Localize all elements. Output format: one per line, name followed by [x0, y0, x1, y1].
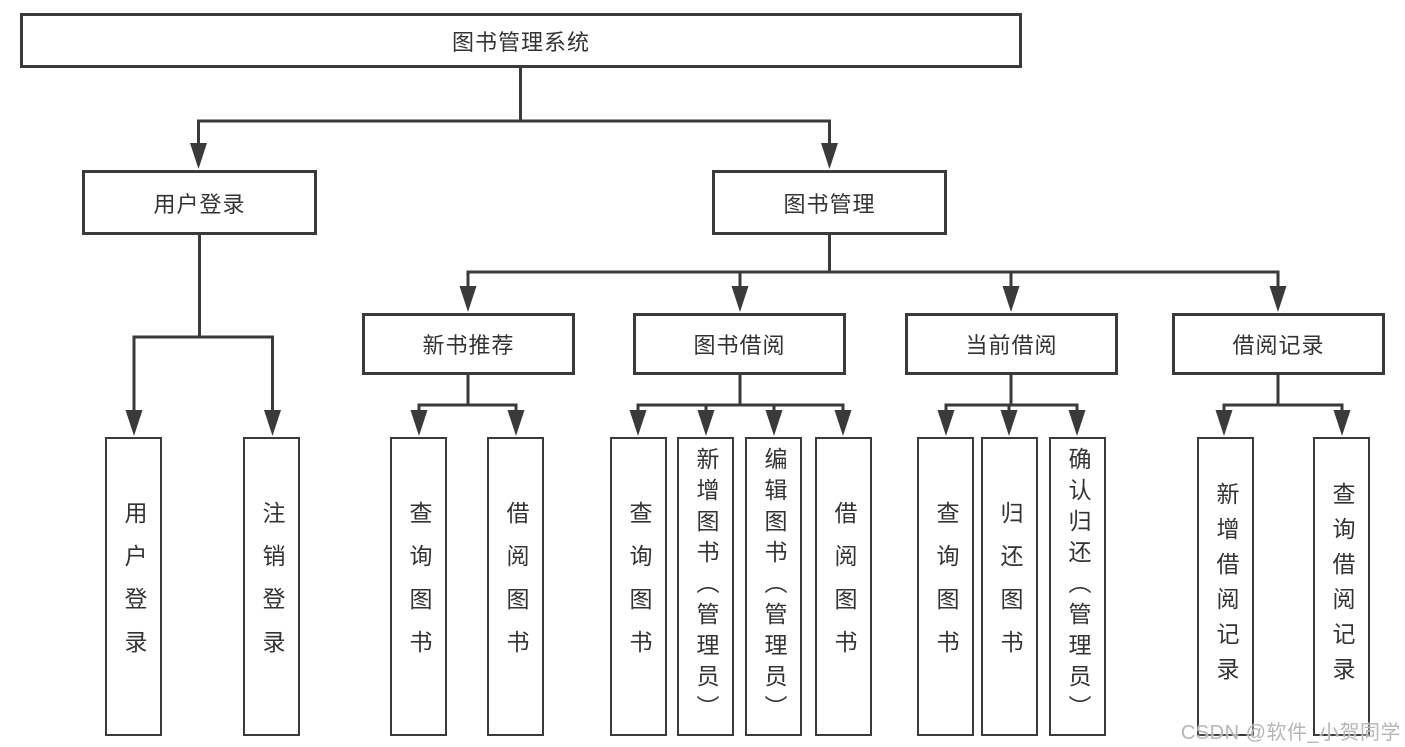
node-current-borrowing-label: 当前借阅 — [965, 333, 1058, 358]
leaf-user-login: 用户登录 — [105, 437, 162, 736]
leaf-borrowing-add-books-admin: 新增图书（管理员） — [677, 437, 734, 736]
node-borrowing-records-label: 借阅记录 — [1232, 333, 1325, 358]
node-new-book-recommend: 新书推荐 — [362, 313, 575, 375]
leaf-records-query-record: 查询借阅记录 — [1313, 437, 1370, 736]
node-current-borrowing: 当前借阅 — [905, 313, 1118, 375]
leaf-borrowing-edit-books-admin: 编辑图书（管理员） — [745, 437, 802, 736]
leaf-borrowing-query-books: 查询图书 — [610, 437, 667, 736]
node-library-system: 图书管理系统 — [20, 13, 1022, 68]
node-borrowing-records: 借阅记录 — [1172, 313, 1385, 375]
node-book-management: 图书管理 — [712, 170, 947, 235]
node-book-management-label: 图书管理 — [783, 191, 876, 217]
node-user-login-label: 用户登录 — [153, 191, 246, 217]
node-new-book-recommend-label: 新书推荐 — [422, 333, 515, 358]
node-book-borrowing: 图书借阅 — [633, 313, 846, 375]
csdn-watermark: CSDN @软件_小贺同学 — [1180, 722, 1401, 744]
node-user-login: 用户登录 — [82, 170, 317, 235]
leaf-recommend-query-books: 查询图书 — [390, 437, 447, 736]
leaf-current-return-books: 归还图书 — [981, 437, 1038, 736]
leaf-logout-login: 注销登录 — [243, 437, 300, 736]
leaf-current-confirm-return-admin: 确认归还（管理员） — [1049, 437, 1106, 736]
arrowheads — [125, 143, 1351, 436]
leaf-borrowing-borrow-books: 借阅图书 — [815, 437, 872, 736]
node-book-borrowing-label: 图书借阅 — [693, 333, 786, 358]
node-library-system-label: 图书管理系统 — [451, 29, 590, 55]
leaf-records-add-record: 新增借阅记录 — [1197, 437, 1254, 736]
leaf-current-query-books: 查询图书 — [917, 437, 974, 736]
leaf-recommend-borrow-books: 借阅图书 — [487, 437, 544, 736]
